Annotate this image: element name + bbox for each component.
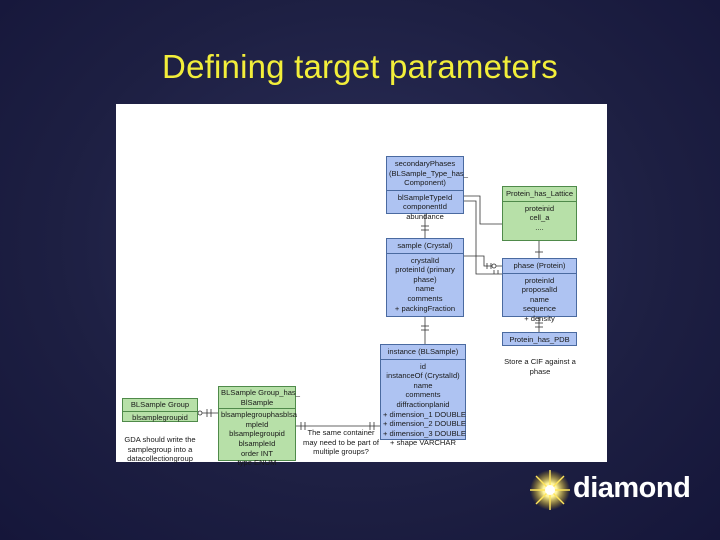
entity-title: Protein_has_Lattice: [505, 189, 574, 198]
entity-title: BLSample Group_has_: [221, 388, 300, 397]
field: instanceOf (CrystalId): [386, 371, 460, 381]
field: + dimension_3 DOUBLE: [383, 428, 466, 438]
note-line: Store a CIF against a: [504, 357, 576, 366]
entity-fields: crystalId proteinId (primary phase) name…: [387, 254, 463, 316]
entity-title: instance (BLSample): [387, 347, 459, 356]
note-line: GDA should write the: [124, 435, 196, 444]
field: id: [420, 361, 426, 371]
entity-phase: phase (Protein) proteinId proposalId nam…: [502, 258, 577, 323]
entity-title: secondaryPhases: [394, 159, 456, 168]
field: + dimension_2 DOUBLE: [383, 419, 466, 429]
entity-title: phase (Protein): [513, 261, 566, 270]
entity-instance: instance (BLSample) id instanceOf (Cryst…: [380, 344, 466, 447]
entity-fields: proteinId proposalId name sequence + den…: [503, 274, 576, 326]
entity-header: sample (Crystal): [387, 239, 463, 254]
field: abundance: [406, 211, 444, 221]
note-line: samplegroup into a: [127, 444, 193, 454]
entity-secondary-phases: secondaryPhases (BLSample_Type_has_ Comp…: [386, 156, 468, 221]
note-line: multiple groups?: [313, 447, 369, 457]
field: crystalId: [410, 255, 440, 265]
erd-diagram: secondaryPhases (BLSample_Type_has_ Comp…: [116, 104, 607, 467]
field: proteinid: [524, 203, 555, 213]
field: proteinId (primary: [395, 265, 455, 275]
field: name: [415, 284, 435, 294]
entity-fields: proteinid cell_a ....: [503, 202, 576, 235]
field: cell_a: [529, 213, 550, 223]
relationship-lines: [197, 195, 543, 430]
field: comments: [405, 390, 441, 400]
entity-fields: id instanceOf (CrystalId) name comments …: [381, 360, 466, 450]
entity-header: instance (BLSample): [381, 345, 465, 360]
entity-header: phase (Protein): [503, 259, 576, 274]
entity-header: BLSample Group_has_ BlSample: [219, 387, 300, 410]
field: + dimension_1 DOUBLE: [383, 409, 466, 419]
entity-blsample-group-has-blsample: BLSample Group_has_ BlSample blsamplegro…: [218, 386, 300, 467]
slide-title: Defining target parameters: [162, 48, 558, 85]
entity-sample: sample (Crystal) crystalId proteinId (pr…: [386, 238, 464, 317]
field: ....: [535, 222, 544, 232]
entity-header: secondaryPhases (BLSample_Type_has_ Comp…: [387, 157, 468, 191]
field: proposalId: [521, 285, 558, 295]
diamond-logo-icon: [530, 470, 570, 510]
gda-note: GDA should write the samplegroup into a …: [118, 435, 202, 464]
entity-header: Protein_has_Lattice: [503, 187, 576, 202]
entity-fields: blsamplegroupid: [123, 412, 197, 424]
field: name: [413, 380, 433, 390]
entity-title: sample (Crystal): [397, 241, 453, 250]
note-line: The same container: [307, 428, 375, 437]
field: order INT: [240, 448, 274, 458]
field: proteinId: [524, 275, 555, 285]
field: diffractionplanid: [396, 399, 450, 409]
note-line: may need to be part of: [303, 437, 379, 447]
container-note: The same container may need to be part o…: [296, 428, 386, 457]
brand-wordmark: diamond: [573, 472, 691, 504]
pdb-note: Store a CIF against a phase: [500, 357, 580, 376]
field: blsamplegroupid: [132, 412, 188, 422]
entity-title: Protein_has_PDB: [509, 335, 570, 344]
field: + packingFraction: [394, 303, 456, 313]
field: + density: [524, 313, 555, 323]
field: blsamplegrouphasblsa: [221, 410, 297, 420]
entity-blsample-group: BLSample Group blsamplegroupid: [122, 398, 198, 422]
entity-protein-has-lattice: Protein_has_Lattice proteinid cell_a ...…: [502, 186, 577, 241]
entity-title: Component): [404, 178, 446, 188]
field: blsampleId: [238, 438, 276, 448]
entity-title: BlSample: [240, 397, 274, 407]
field: name: [530, 294, 549, 304]
field: blsamplegroupid: [229, 429, 285, 439]
field: componentId: [403, 202, 447, 212]
entity-fields: blSampleTypeId componentId abundance: [387, 191, 463, 224]
field: phase): [413, 274, 437, 284]
field: mpleId: [245, 419, 269, 429]
field: blSampleTypeId: [397, 192, 453, 202]
note-line: phase: [529, 366, 551, 376]
entity-title: (BLSample_Type_has_: [389, 168, 468, 178]
entity-title: BLSample Group: [130, 400, 190, 409]
field: sequence: [523, 304, 556, 314]
note-line: datacollectiongroup: [127, 454, 193, 464]
field: comments: [407, 293, 443, 303]
entity-header: BLSample Group: [123, 399, 197, 412]
field: type ENUM: [237, 458, 277, 468]
entity-fields: blsamplegrouphasblsa mpleId blsamplegrou…: [219, 409, 297, 469]
entity-protein-has-pdb: Protein_has_PDB: [502, 332, 577, 346]
field: + shape VARCHAR: [390, 438, 456, 448]
